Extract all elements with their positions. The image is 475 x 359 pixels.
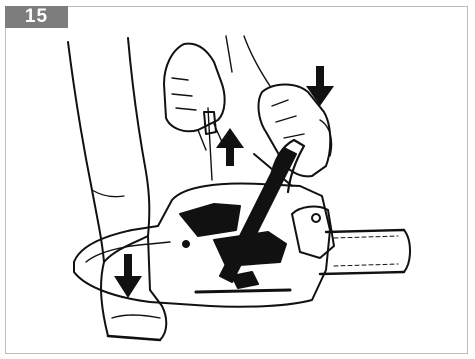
starter-cord-illustration <box>204 108 216 180</box>
arrow-up-icon <box>216 128 244 166</box>
arrow-down-icon <box>306 66 334 106</box>
pulling-hand-illustration <box>164 36 232 150</box>
arrow-down-icon <box>114 254 142 298</box>
